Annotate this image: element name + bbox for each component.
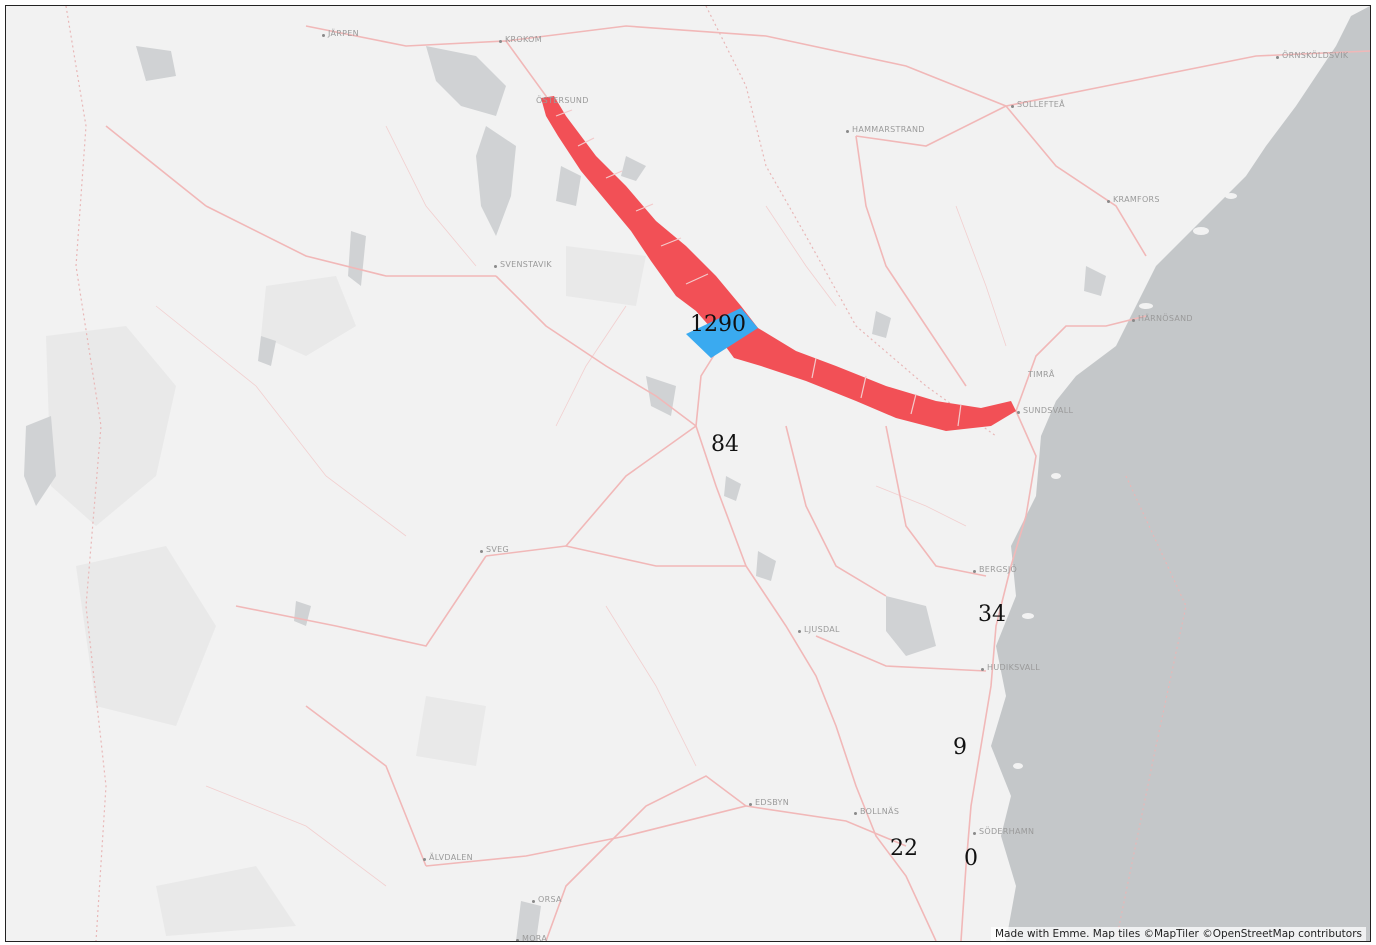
- place-dot: [981, 668, 984, 671]
- flow-band: [541, 96, 1016, 431]
- flow-label-bergsjo: 34: [978, 602, 1006, 627]
- terrain-patches: [46, 246, 646, 936]
- place-dot: [532, 900, 535, 903]
- place-label-kramfors: KRAMFORS: [1113, 195, 1160, 204]
- place-label-orsa: ORSA: [538, 895, 562, 904]
- place-dot: [494, 265, 497, 268]
- place-label-jarpen: JÄRPEN: [328, 29, 359, 38]
- flow-label-selected-zone: 1290: [690, 312, 746, 337]
- place-label-mora: MORA: [522, 934, 548, 942]
- place-label-sundsvall: SUNDSVALL: [1023, 406, 1074, 415]
- place-dot: [1011, 105, 1014, 108]
- place-label-hudiksvall: HUDIKSVALL: [987, 663, 1041, 672]
- flow-label-soderhamn: 0: [964, 846, 978, 871]
- admin-borders: [65, 6, 1187, 941]
- place-dot: [973, 832, 976, 835]
- place-label-ljusdal: LJUSDAL: [804, 625, 840, 634]
- place-dot: [423, 858, 426, 861]
- map-frame[interactable]: JÄRPEN KROKOM ÖSTERSUND ÖRNSKÖLDSVIK SOL…: [5, 5, 1371, 942]
- place-dot: [1276, 56, 1279, 59]
- place-label-alvdalen: ÄLVDALEN: [429, 853, 473, 862]
- place-label-bollnas: BOLLNÄS: [860, 807, 900, 816]
- place-dot: [846, 130, 849, 133]
- selected-zone[interactable]: [686, 308, 758, 358]
- place-dot: [854, 812, 857, 815]
- place-dot: [1017, 411, 1020, 414]
- flow-label-south-ljusdal: 84: [711, 432, 739, 457]
- flow-label-hudiksvall: 9: [953, 735, 967, 760]
- place-dot: [798, 630, 801, 633]
- place-dot: [973, 570, 976, 573]
- place-dot: [516, 939, 519, 941]
- flow-segment-lines: [555, 109, 962, 427]
- place-label-bergsjo: BERGSJÖ: [979, 565, 1018, 574]
- place-label-krokom: KROKOM: [505, 35, 542, 44]
- place-label-timra: TIMRÅ: [1028, 370, 1055, 379]
- place-dot: [1107, 200, 1110, 203]
- place-dot: [322, 34, 325, 37]
- place-label-soderhamn: SÖDERHAMN: [979, 827, 1035, 836]
- coastal-islands: [1013, 193, 1237, 769]
- place-label-harnosand: HÄRNÖSAND: [1138, 314, 1193, 323]
- place-label-edsbyn: EDSBYN: [755, 798, 790, 807]
- flow-label-bollnas: 22: [890, 836, 918, 861]
- place-dot: [499, 40, 502, 43]
- minor-roads: [155, 125, 1007, 887]
- place-label-solleftea: SOLLEFTEÅ: [1017, 100, 1065, 109]
- place-dot: [1132, 319, 1135, 322]
- place-dot: [480, 550, 483, 553]
- place-label-ostersund: ÖSTERSUND: [536, 96, 589, 105]
- place-dot: [749, 803, 752, 806]
- map-canvas[interactable]: [6, 6, 1370, 941]
- place-label-svenstavik: SVENSTAVIK: [500, 260, 552, 269]
- place-label-sveg: SVEG: [486, 545, 510, 554]
- lakes: [24, 46, 1106, 941]
- place-label-ornskoldsvik: ÖRNSKÖLDSVIK: [1282, 51, 1349, 60]
- map-attribution: Made with Emme. Map tiles ©MapTiler ©Ope…: [990, 927, 1366, 941]
- sea-area: [991, 6, 1370, 941]
- place-label-hammarstrand: HAMMARSTRAND: [852, 125, 925, 134]
